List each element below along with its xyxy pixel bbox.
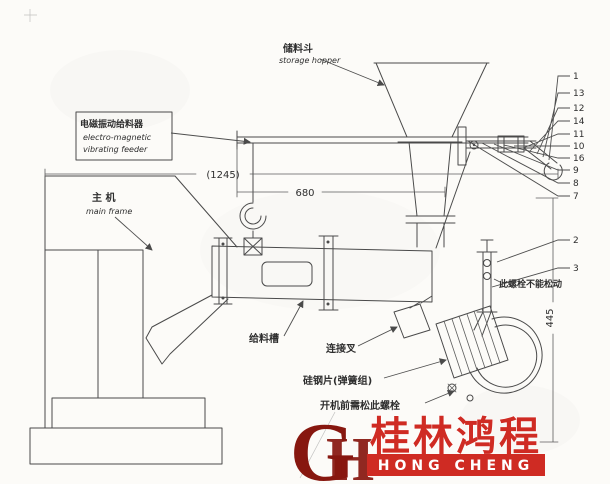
trough-body xyxy=(211,245,433,303)
connecting-fork-label: 连接叉 xyxy=(326,342,357,355)
dim-trough-length: 680 xyxy=(295,188,314,199)
dim-680-line xyxy=(236,146,446,198)
callout-number: 8 xyxy=(573,179,579,189)
feeder-label-cn: 电磁振动给料器 xyxy=(80,118,144,130)
hook-curves xyxy=(239,202,267,239)
dim-1245-line xyxy=(44,168,559,180)
logo: G H 桂林鸿程 HONG CHENG xyxy=(290,406,545,484)
logo-monogram-h: H xyxy=(326,426,374,484)
feed-trough-leader xyxy=(283,300,304,337)
callout-leader-lines xyxy=(467,75,570,288)
main-frame-label-en: main frame xyxy=(86,207,132,216)
connecting-fork-leader xyxy=(357,326,398,347)
callout-number: 11 xyxy=(573,130,584,140)
paper-texture xyxy=(24,9,37,22)
callout-number: 9 xyxy=(573,166,579,176)
feeder-label-en2: vibrating feeder xyxy=(83,145,148,154)
feeder-label-box xyxy=(75,111,173,161)
spring-pack-leader xyxy=(383,358,447,379)
main-frame-label-cn: 主 机 xyxy=(92,191,115,204)
dim-overall-length: (1245) xyxy=(206,170,239,181)
feed-trough-label: 给料槽 xyxy=(249,332,279,345)
storage-hopper-label-cn: 储料斗 xyxy=(282,42,313,55)
logo-brand-en: HONG CHENG xyxy=(378,458,534,474)
storage-hopper-leader xyxy=(319,58,385,86)
fixed-bolt-label: 此螺栓不能松动 xyxy=(499,278,562,290)
storage-hopper-label-en: storage hopper xyxy=(279,56,341,65)
feeder-trough xyxy=(211,235,433,311)
flange-bolt xyxy=(221,242,225,246)
dim-445-line xyxy=(535,197,559,443)
fixed-bolt-leader xyxy=(493,278,501,283)
callout-number: 7 xyxy=(573,192,579,202)
feeder-leader xyxy=(170,132,251,145)
frame-lines xyxy=(29,175,238,465)
vibrator-assembly xyxy=(393,295,543,402)
loosen-bolt-label: 开机前需松此螺栓 xyxy=(320,399,400,412)
dim-height: 445 xyxy=(545,308,556,327)
bracket-bolt-lower xyxy=(483,272,491,280)
callout-number: 10 xyxy=(573,142,585,152)
logo-brand-cn: 桂林鸿程 xyxy=(370,414,542,460)
feeder-label-en1: electro-magnetic xyxy=(83,133,152,142)
callout-number: 14 xyxy=(573,117,585,127)
dimension-lines xyxy=(44,146,559,443)
mount-bracket xyxy=(473,239,498,337)
spring-pack-label: 硅钢片(弹簧组) xyxy=(303,374,372,387)
bracket-bolt-upper xyxy=(483,259,491,267)
release-bolt-cross xyxy=(447,383,457,393)
flange-bolt xyxy=(326,240,330,244)
discharge-chute xyxy=(145,294,229,365)
callout-numbers: 1 13 12 14 11 10 16 9 8 7 2 3 xyxy=(573,72,585,274)
trough-inspection-window xyxy=(261,261,313,287)
callout-number: 16 xyxy=(573,154,585,164)
coil-box xyxy=(435,305,509,379)
small-bolt xyxy=(466,394,474,402)
main-frame-leader xyxy=(114,216,153,251)
flange-bolt xyxy=(326,302,330,306)
callout-number: 12 xyxy=(573,104,584,114)
coil-laminations xyxy=(443,308,501,376)
loosen-bolt-leader xyxy=(424,390,455,404)
flange-bolt xyxy=(221,296,225,300)
scan-artifact-line xyxy=(299,411,336,479)
registration-mark xyxy=(24,9,37,22)
hanger-hook xyxy=(239,202,267,256)
callout-number: 2 xyxy=(573,236,579,246)
beam-lines xyxy=(236,126,558,249)
main-frame-structure xyxy=(29,175,238,465)
connecting-fork-shape xyxy=(393,295,433,339)
bracket-lines xyxy=(473,239,498,337)
logo-monogram-g: G xyxy=(290,406,355,484)
logo-banner xyxy=(367,454,545,476)
text-labels: 储料斗 storage hopper 电磁振动给料器 electro-magne… xyxy=(75,42,562,412)
label-leaders xyxy=(114,58,501,479)
callout-number: 3 xyxy=(573,264,579,274)
callout-number: 1 xyxy=(573,72,579,82)
callout-number: 13 xyxy=(573,89,584,99)
beam-pin xyxy=(469,140,479,150)
chute-lines xyxy=(145,294,229,365)
callout-leaders xyxy=(467,75,570,288)
c-spring xyxy=(469,316,543,394)
